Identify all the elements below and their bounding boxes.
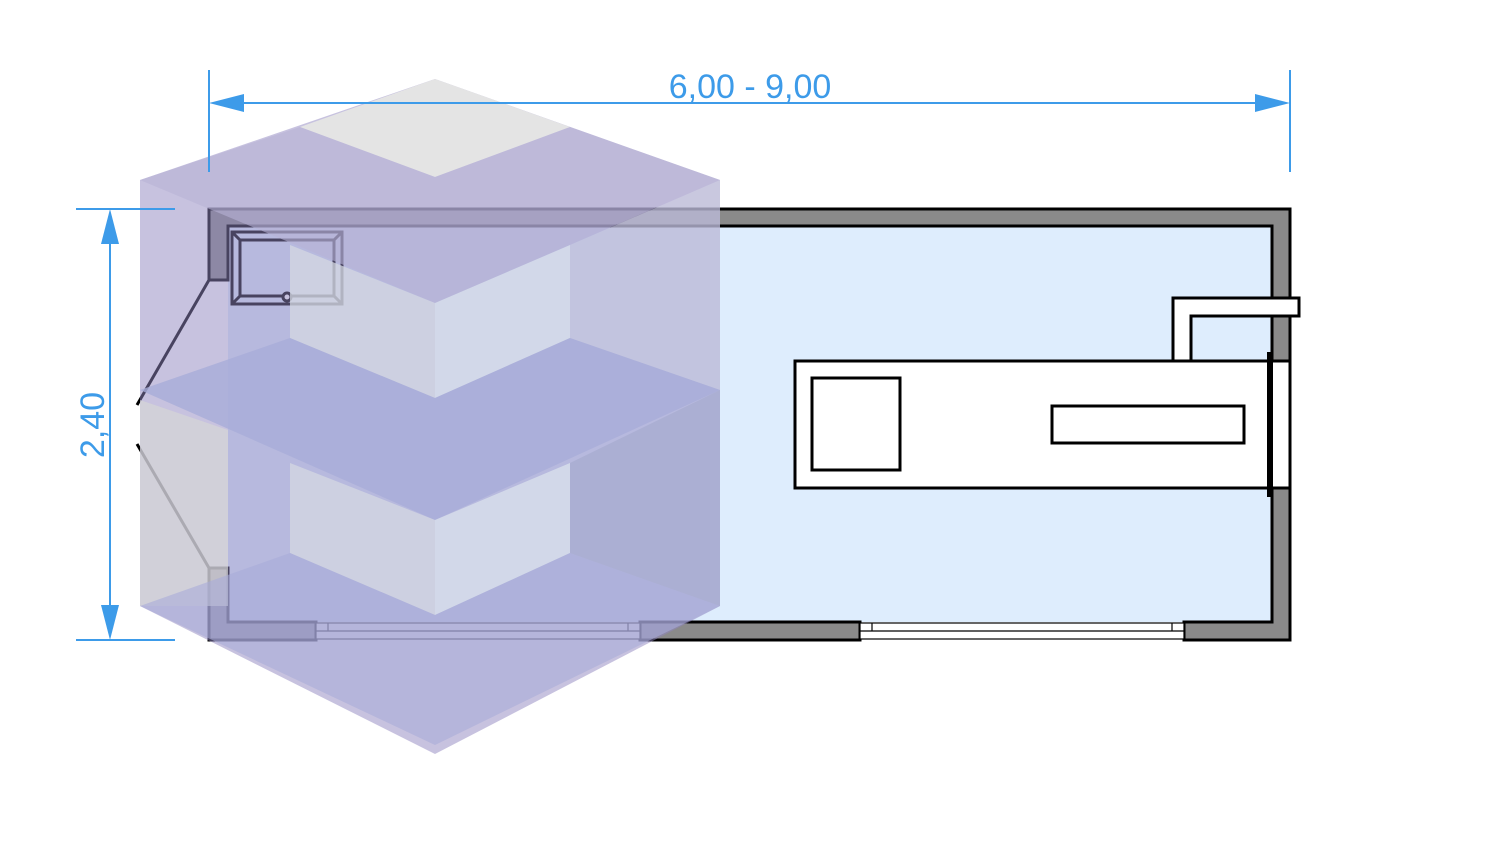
width-label: 6,00 - 9,00 [669, 68, 832, 106]
module-cube-overlay [140, 79, 720, 754]
height-label: 2,40 [74, 392, 112, 458]
height-dimension [76, 208, 175, 641]
width-dimension [208, 70, 1291, 172]
counter-unit [793, 296, 1301, 497]
